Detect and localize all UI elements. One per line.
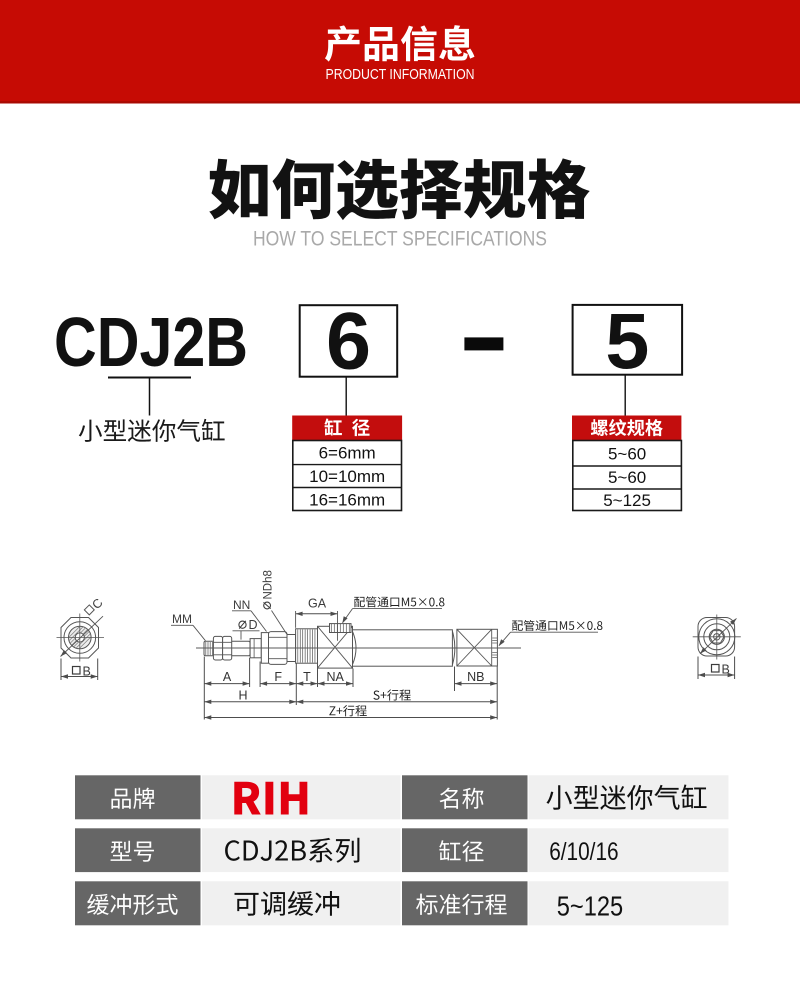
svg-text:5~60: 5~60 <box>608 445 646 464</box>
svg-text:10=10mm: 10=10mm <box>309 467 385 486</box>
svg-text:6/10/16: 6/10/16 <box>549 838 618 866</box>
svg-text:D: D <box>249 618 258 632</box>
svg-text:H: H <box>238 688 247 702</box>
svg-text:PRODUCT INFORMATION: PRODUCT INFORMATION <box>326 66 475 83</box>
svg-text:HOW TO SELECT SPECIFICATIONS: HOW TO SELECT SPECIFICATIONS <box>253 228 547 251</box>
svg-text:A: A <box>223 670 232 684</box>
svg-text:MM: MM <box>172 612 192 626</box>
svg-text:NB: NB <box>467 670 484 684</box>
svg-text:NDh8: NDh8 <box>263 570 275 599</box>
svg-text:6=6mm: 6=6mm <box>319 444 376 463</box>
svg-text:5~125: 5~125 <box>557 891 623 922</box>
svg-text:CDJ2B: CDJ2B <box>54 303 248 381</box>
svg-text:GA: GA <box>308 597 327 611</box>
svg-text:16=16mm: 16=16mm <box>309 490 385 509</box>
svg-text:B: B <box>83 665 91 679</box>
svg-text:6: 6 <box>326 297 371 387</box>
svg-text:T: T <box>303 670 311 684</box>
svg-text:5: 5 <box>605 296 649 385</box>
svg-text:5~125: 5~125 <box>603 491 651 510</box>
svg-text:F: F <box>274 670 282 684</box>
svg-text:NN: NN <box>233 598 250 612</box>
svg-text:B: B <box>722 663 730 677</box>
svg-text:5~60: 5~60 <box>608 468 646 487</box>
svg-text:NA: NA <box>327 670 345 684</box>
